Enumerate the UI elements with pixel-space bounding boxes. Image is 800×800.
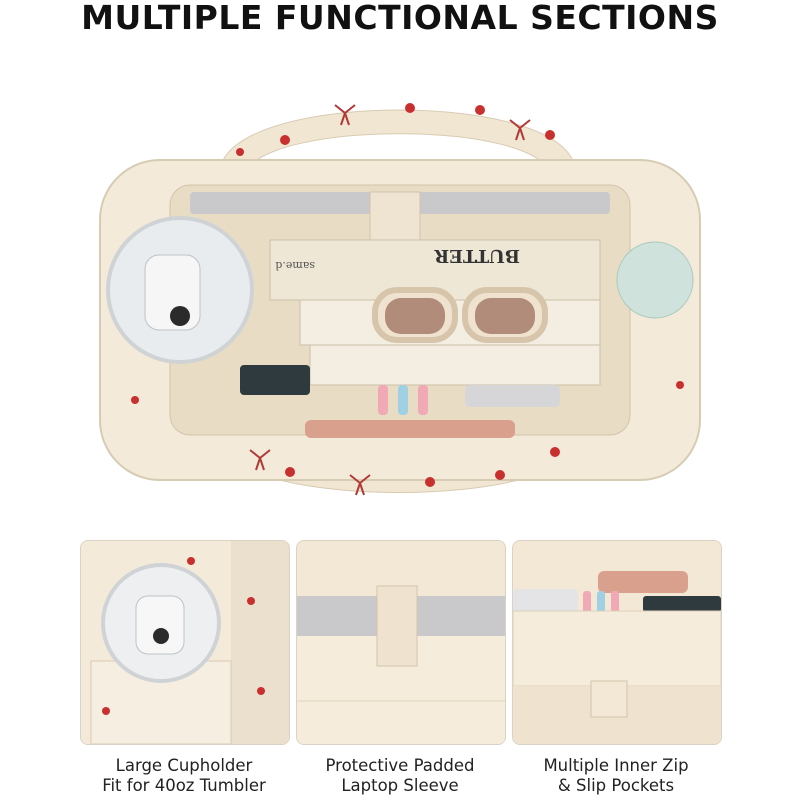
feature-caption-laptop-sleeve: Protective Padded Laptop Sleeve [285,756,515,796]
pens [378,385,428,415]
feature-caption-line: Fit for 40oz Tumbler [102,776,266,795]
page-title: MULTIPLE FUNCTIONAL SECTIONS [81,0,719,37]
feature-thumb-laptop-sleeve [296,540,506,745]
tote-bag-top-view-image: BUTTER same.d [99,103,701,496]
strawberry-print [131,103,684,487]
sleeve-strap [369,191,421,243]
phone [240,365,310,395]
feature-thumb-cupholder [80,540,290,745]
feature-caption-line: & Slip Pockets [557,776,675,795]
phone-2 [465,385,560,407]
bow-print [249,104,531,496]
feature-caption-line: Laptop Sleeve [341,776,459,795]
pencil-case [305,420,515,438]
feature-caption-line: Multiple Inner Zip [543,756,689,775]
feature-thumb-slip-pockets [512,540,722,745]
feature-caption-line: Large Cupholder [115,756,253,775]
book-spine-label-2: same.d [275,259,315,272]
feature-caption-slip-pockets: Multiple Inner Zip & Slip Pockets [501,756,731,796]
book-bottom [309,344,601,386]
book-spine-label: BUTTER [433,245,520,266]
water-bottle [616,241,694,319]
feature-caption-line: Protective Padded [325,756,475,775]
sunglasses [372,287,548,343]
feature-caption-cupholder: Large Cupholder Fit for 40oz Tumbler [69,756,299,796]
